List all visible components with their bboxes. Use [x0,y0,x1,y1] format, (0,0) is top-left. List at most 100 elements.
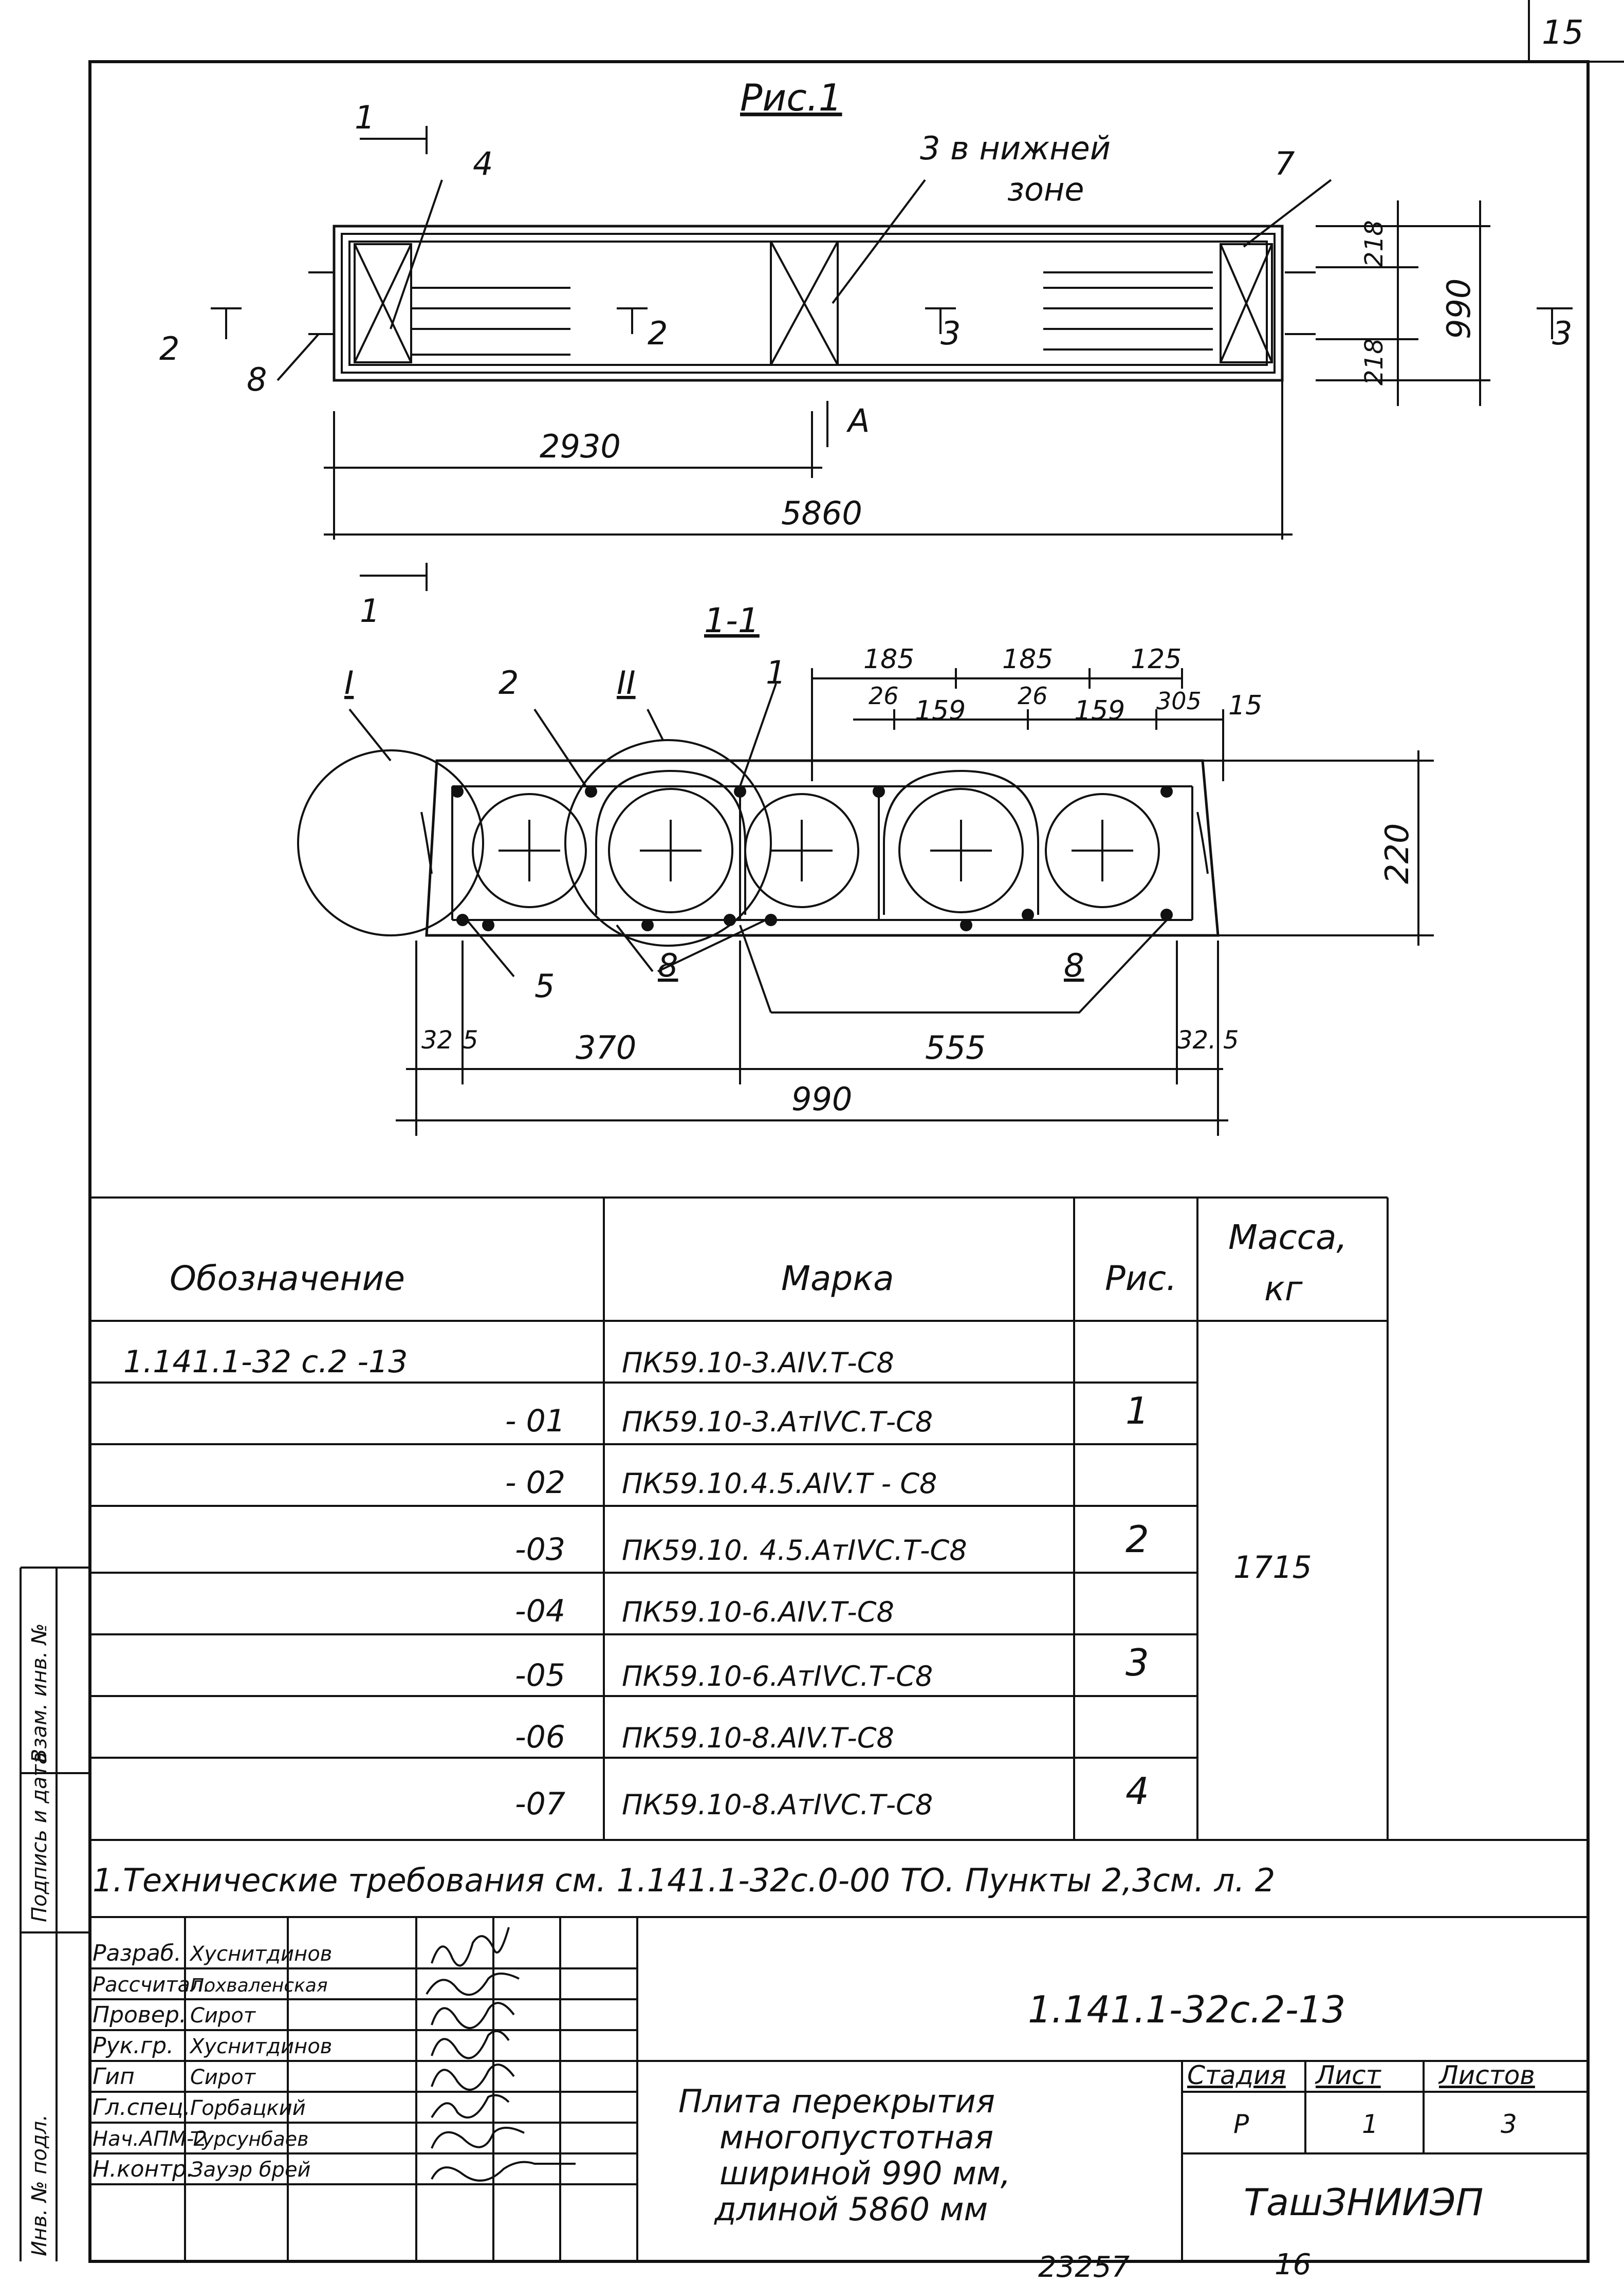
row-designation: - 02 [505,1465,565,1501]
stage-value: Р [1233,2109,1249,2139]
header-mark: Марка [781,1259,894,1298]
dim-26a: 26 [869,682,899,710]
side-stamp-lines [20,1567,90,2261]
page-number: 15 [1542,14,1583,52]
role-label: Гл.спец. [93,2094,191,2121]
dim-218-bottom: 218 [1360,338,1389,385]
dim-26b: 26 [1018,682,1048,710]
stamp-replace: Взам. инв. № [28,1623,51,1763]
dim-305: 305 [1156,687,1202,715]
role-label: Н.контр. [93,2156,194,2182]
row-mark: ПК59.10.4.5.АIV.Т - С8 [622,1467,937,1500]
role-name: Горбацкий [190,2096,306,2120]
side-stamp: Инв. № подл. Подпись и дата Взам. инв. № [28,1623,51,2256]
header-designation: Обозначение [170,1259,405,1298]
figure-title: Рис.1 [740,76,842,119]
callout-3: 3 в нижней [920,130,1111,167]
role-name: Хуснитдинов [189,2035,332,2058]
stamp-sign: Подпись и дата [28,1752,51,1922]
fig-cell: 4 [1125,1770,1149,1813]
row-designation: -05 [515,1657,565,1693]
dim-185b: 185 [1002,644,1053,675]
row-designation: -06 [515,1719,565,1755]
role-name: Похваленская [190,1975,328,1996]
footer-page: 16 [1275,2248,1311,2281]
title-line: длиной 5860 мм [714,2190,988,2228]
dim-32b: 32. [1177,1026,1216,1055]
view-a: A [846,402,870,439]
fig-cell: 1 [1125,1389,1149,1432]
signatures [426,1927,576,2182]
header-fig: Рис. [1105,1259,1177,1298]
dim-2930: 2930 [540,428,621,465]
dim-990-bottom: 990 [791,1080,852,1118]
section-1-1 [297,668,1434,1136]
row-mark: ПК59.10-6.АIV.Т-С8 [622,1596,894,1628]
rebar-dots [451,785,1173,931]
row-designation: - 01 [505,1403,565,1439]
role-label: Нач.АПМ-2 [93,2127,207,2151]
drawing-labels: Рис.1 1 4 3 в нижней зоне 7 8 2 2 3 3 A … [159,76,1572,1118]
row-designation: 1.141.1-32 с.2 -13 [123,1344,408,1380]
sheet-value: 1 [1362,2109,1378,2139]
row-mark: ПК59.10-3.АтIVС.Т-С8 [622,1406,933,1438]
row-designation: -03 [515,1532,565,1568]
row-designation: -04 [515,1593,565,1629]
dim-159b: 159 [1074,695,1125,726]
plan-view [211,126,1573,591]
dim-159a: 159 [915,695,966,726]
section-1-lower: 1 [360,592,380,630]
section-3-left: 3 [940,315,961,352]
dim-5a: 5 [463,1026,478,1055]
role-label: Рассчитал. [93,1973,210,1997]
mark-1: 1 [766,654,786,691]
role-label: Гип [93,2064,135,2090]
dim-555: 555 [925,1029,986,1066]
section-2-left: 2 [159,330,179,367]
section-2-right: 2 [648,315,668,352]
row-mark: ПК59.10-3.АIV.Т-С8 [622,1347,894,1379]
fig-cell: 2 [1125,1518,1149,1561]
dim-990-right: 990 [1440,279,1478,339]
mark-II: II [617,664,636,702]
row-designation: -07 [515,1786,565,1822]
dim-125: 125 [1131,644,1182,675]
dim-220: 220 [1378,823,1416,884]
fig-cell: 3 [1125,1641,1149,1684]
header-mass: Масса, [1228,1218,1347,1257]
role-label: Разраб. [93,1940,181,1966]
callout-4: 4 [473,145,493,182]
stamp-inv: Инв. № подл. [28,2114,51,2256]
mark-8b: 8 [1064,947,1084,984]
role-label: Рук.гр. [93,2033,174,2059]
row-mark: ПК59.10-8.АIV.Т-С8 [622,1722,894,1754]
title-line: шириной 990 мм, [719,2154,1010,2192]
callout-8: 8 [247,361,267,398]
title-block: Разраб. Хуснитдинов Рассчитал. Похваленс… [93,1940,1535,2228]
section-title: 1-1 [704,601,760,640]
sheet-label: Лист [1315,2060,1382,2090]
title-line: Плита перекрытия [678,2083,995,2120]
row-mark: ПК59.10-6.АтIVС.Т-С8 [622,1660,933,1692]
sheets-label: Листов [1438,2060,1535,2090]
role-name: Сирот [190,2066,256,2089]
dim-185a: 185 [863,644,914,675]
dim-5860: 5860 [781,494,862,532]
role-label: Провер. [93,2002,187,2028]
document-code: 1.141.1-32с.2-13 [1028,1988,1345,2031]
dim-5b: 5 [1223,1026,1239,1055]
dim-218-top: 218 [1360,220,1389,267]
dim-32a: 32 [421,1026,453,1055]
dim-15: 15 [1228,690,1262,721]
dim-370: 370 [576,1029,636,1066]
callout-7: 7 [1275,145,1295,182]
organization: ТашЗНИИЭП [1244,2181,1483,2224]
mark-2: 2 [499,664,519,702]
sheet-frame [88,60,1590,2263]
sheets-value: 3 [1501,2109,1517,2139]
role-name: Хуснитдинов [189,1942,332,1966]
technical-note: 1.Технические требования см. 1.141.1-32с… [93,1862,1275,1899]
role-name: Зауэр брей [190,2158,311,2182]
role-name: Сирот [190,2004,256,2028]
page-number-box [1528,0,1624,63]
